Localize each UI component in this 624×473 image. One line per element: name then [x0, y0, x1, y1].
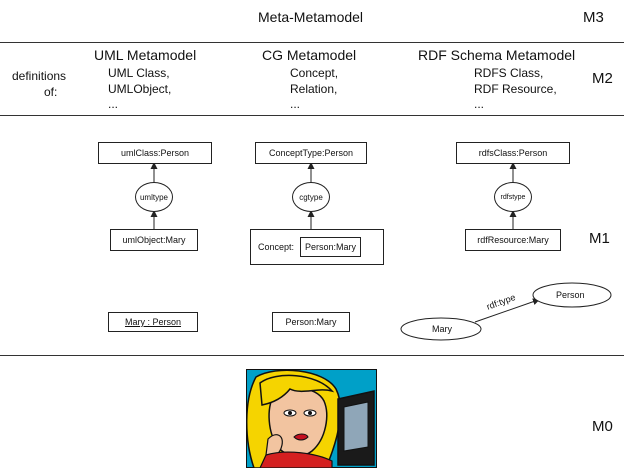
divider-m1-m0 — [0, 355, 624, 356]
definitions-of-label: of: — [44, 85, 58, 99]
rdf-resource-mary-box: rdfResource:Mary — [465, 229, 561, 251]
cg-concept-value: Person:Mary — [300, 237, 362, 257]
cgtype-circle: cgtype — [292, 182, 330, 212]
woman-at-computer-illustration — [246, 369, 377, 468]
uml-metamodel-line-2: UMLObject, — [108, 82, 172, 96]
cg-concept-type-box: ConceptType:Person — [255, 142, 367, 164]
divider-m2-m1 — [0, 115, 624, 116]
cg-instance-box: Person:Mary — [272, 312, 350, 332]
uml-metamodel-line-3: ... — [108, 97, 119, 111]
definitions-label: definitions — [12, 69, 67, 83]
rdf-person-label: Person — [556, 290, 585, 300]
uml-instance-box: Mary : Person — [108, 312, 198, 332]
cg-metamodel-line-3: ... — [290, 97, 301, 111]
rdf-metamodel-line-3: ... — [474, 97, 485, 111]
rdf-metamodel-line-1: RDFS Class, — [474, 66, 544, 80]
meta-metamodel-title: Meta-Metamodel — [258, 9, 364, 25]
rdfs-class-person-box: rdfsClass:Person — [456, 142, 570, 164]
rdf-metamodel-title: RDF Schema Metamodel — [418, 47, 576, 63]
umltype-circle: umltype — [135, 182, 173, 212]
level-m3-label: M3 — [583, 9, 604, 26]
rdf-node-mary — [400, 317, 482, 341]
uml-object-mary-box: umlObject:Mary — [110, 229, 198, 251]
rdf-mary-label: Mary — [432, 324, 452, 334]
cg-concept-label: Concept: — [258, 242, 295, 252]
cg-metamodel-title: CG Metamodel — [262, 47, 357, 63]
rdf-metamodel-line-2: RDF Resource, — [474, 82, 557, 96]
cg-metamodel-line-1: Concept, — [290, 66, 339, 80]
rdfstype-circle: rdfstype — [494, 182, 532, 212]
level-m1-label: M1 — [589, 230, 610, 247]
level-m0-label: M0 — [592, 418, 613, 435]
rdf-type-edge-line — [474, 298, 540, 323]
level-m2-label: M2 — [592, 70, 613, 87]
uml-metamodel-line-1: UML Class, — [108, 66, 170, 80]
divider-m3-m2 — [0, 42, 624, 43]
rdf-node-person — [532, 282, 612, 308]
cg-metamodel-line-2: Relation, — [290, 82, 338, 96]
cg-concept-box: Concept: Person:Mary — [250, 229, 384, 265]
uml-class-person-box: umlClass:Person — [98, 142, 212, 164]
uml-metamodel-title: UML Metamodel — [94, 47, 197, 63]
